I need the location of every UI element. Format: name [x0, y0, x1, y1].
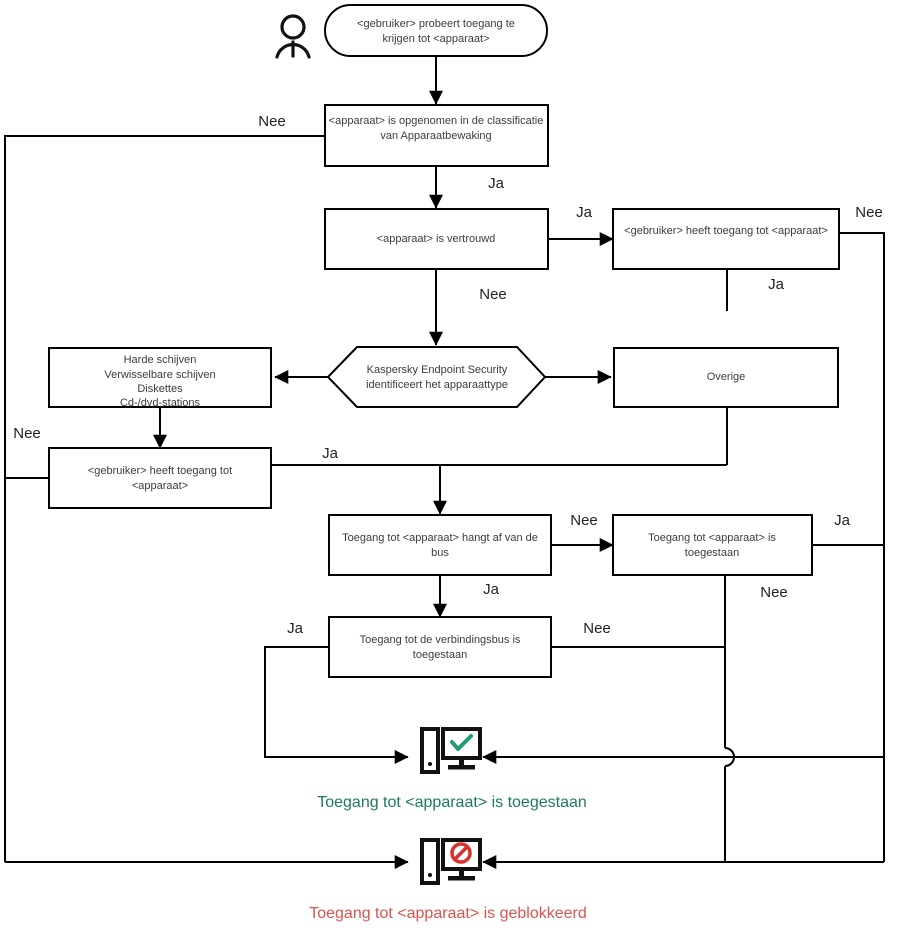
- person-icon: [275, 14, 311, 59]
- node-trusted-line-0: <apparaat> is vertrouwd: [377, 233, 496, 245]
- node-depends-on-bus: Toegang tot <apparaat> hangt af van de b…: [328, 514, 552, 576]
- node-bus-allowed-line-1: toegestaan: [413, 649, 467, 661]
- node-other-line-0: Overige: [707, 371, 746, 383]
- monitor-check-icon: [420, 727, 482, 774]
- node-depends-on-bus-line-1: bus: [431, 547, 449, 559]
- node-drive-types: Harde schijven Verwisselbare schijven Di…: [48, 347, 272, 409]
- node-identify-line-1: identificeert het apparaattype: [366, 379, 508, 391]
- edge-label-layer: Nee Ja Ja Nee Nee Ja Nee Ja Nee Ja Ja Ne…: [13, 113, 883, 637]
- label-allowed-no: Nee: [760, 584, 788, 601]
- node-access-allowed-box-line-0: Toegang tot <apparaat> is: [648, 532, 776, 544]
- node-user-has-access-left-line-0: <gebruiker> heeft toegang tot: [88, 465, 232, 477]
- edge-user-top-no: [839, 232, 885, 862]
- edge-classified-no: [4, 135, 325, 862]
- node-start-line-0: <gebruiker> probeert toegang te: [357, 18, 515, 30]
- node-start-line-1: krijgen tot <apparaat>: [382, 33, 489, 45]
- label-bus-no: Nee: [570, 512, 598, 529]
- node-drive-types-line-1: Verwisselbare schijven: [104, 369, 215, 381]
- label-allowed-yes: Ja: [834, 512, 851, 529]
- allowed-caption: Toegang tot <apparaat> is toegestaan: [317, 794, 587, 811]
- node-drive-types-line-2: Diskettes: [137, 383, 183, 395]
- node-classified-line-0: <apparaat> is opgenomen in de classifica…: [329, 115, 544, 127]
- node-classified-line-1: van Apparaatbewaking: [380, 130, 491, 142]
- node-user-has-access-top: <gebruiker> heeft toegang tot <apparaat>: [612, 208, 840, 270]
- node-drive-types-line-0: Harde schijven: [124, 354, 197, 366]
- label-user-left-yes: Ja: [322, 445, 339, 462]
- node-start: <gebruiker> probeert toegang te krijgen …: [324, 4, 548, 57]
- node-classified: <apparaat> is opgenomen in de classifica…: [324, 104, 549, 167]
- node-identify-line-0: Kaspersky Endpoint Security: [367, 364, 508, 376]
- node-user-has-access-top-line-0: <gebruiker> heeft toegang tot <apparaat>: [624, 225, 828, 237]
- label-user-top-no: Nee: [855, 204, 883, 221]
- node-user-has-access-left-line-1: <apparaat>: [132, 480, 188, 492]
- monitor-blocked-icon: [420, 838, 482, 885]
- label-user-left-no: Nee: [13, 425, 41, 442]
- label-connbus-yes: Ja: [287, 620, 304, 637]
- node-depends-on-bus-line-0: Toegang tot <apparaat> hangt af van de: [342, 532, 538, 544]
- node-access-allowed-box-line-1: toegestaan: [685, 547, 739, 559]
- node-trusted: <apparaat> is vertrouwd: [324, 208, 549, 270]
- label-user-top-yes: Ja: [768, 276, 785, 293]
- connector-layer: [4, 56, 885, 869]
- node-bus-allowed-line-0: Toegang tot de verbindingsbus is: [360, 634, 521, 646]
- label-bus-yes: Ja: [483, 581, 500, 598]
- node-other: Overige: [613, 347, 839, 408]
- label-trusted-no: Nee: [479, 286, 507, 303]
- node-access-allowed-box: Toegang tot <apparaat> is toegestaan: [612, 514, 813, 576]
- node-bus-allowed: Toegang tot de verbindingsbus is toegest…: [328, 616, 552, 678]
- edge-connbus-yes: [264, 646, 409, 764]
- label-classified-yes: Ja: [488, 175, 505, 192]
- label-trusted-yes: Ja: [576, 204, 593, 221]
- node-identify: Kaspersky Endpoint Security identificeer…: [326, 346, 547, 408]
- node-user-has-access-left: <gebruiker> heeft toegang tot <apparaat>: [48, 447, 272, 509]
- label-connbus-no: Nee: [583, 620, 611, 637]
- node-drive-types-line-3: Cd-/dvd-stations: [120, 397, 201, 409]
- blocked-caption: Toegang tot <apparaat> is geblokkeerd: [309, 905, 587, 922]
- label-classified-no: Nee: [258, 113, 286, 130]
